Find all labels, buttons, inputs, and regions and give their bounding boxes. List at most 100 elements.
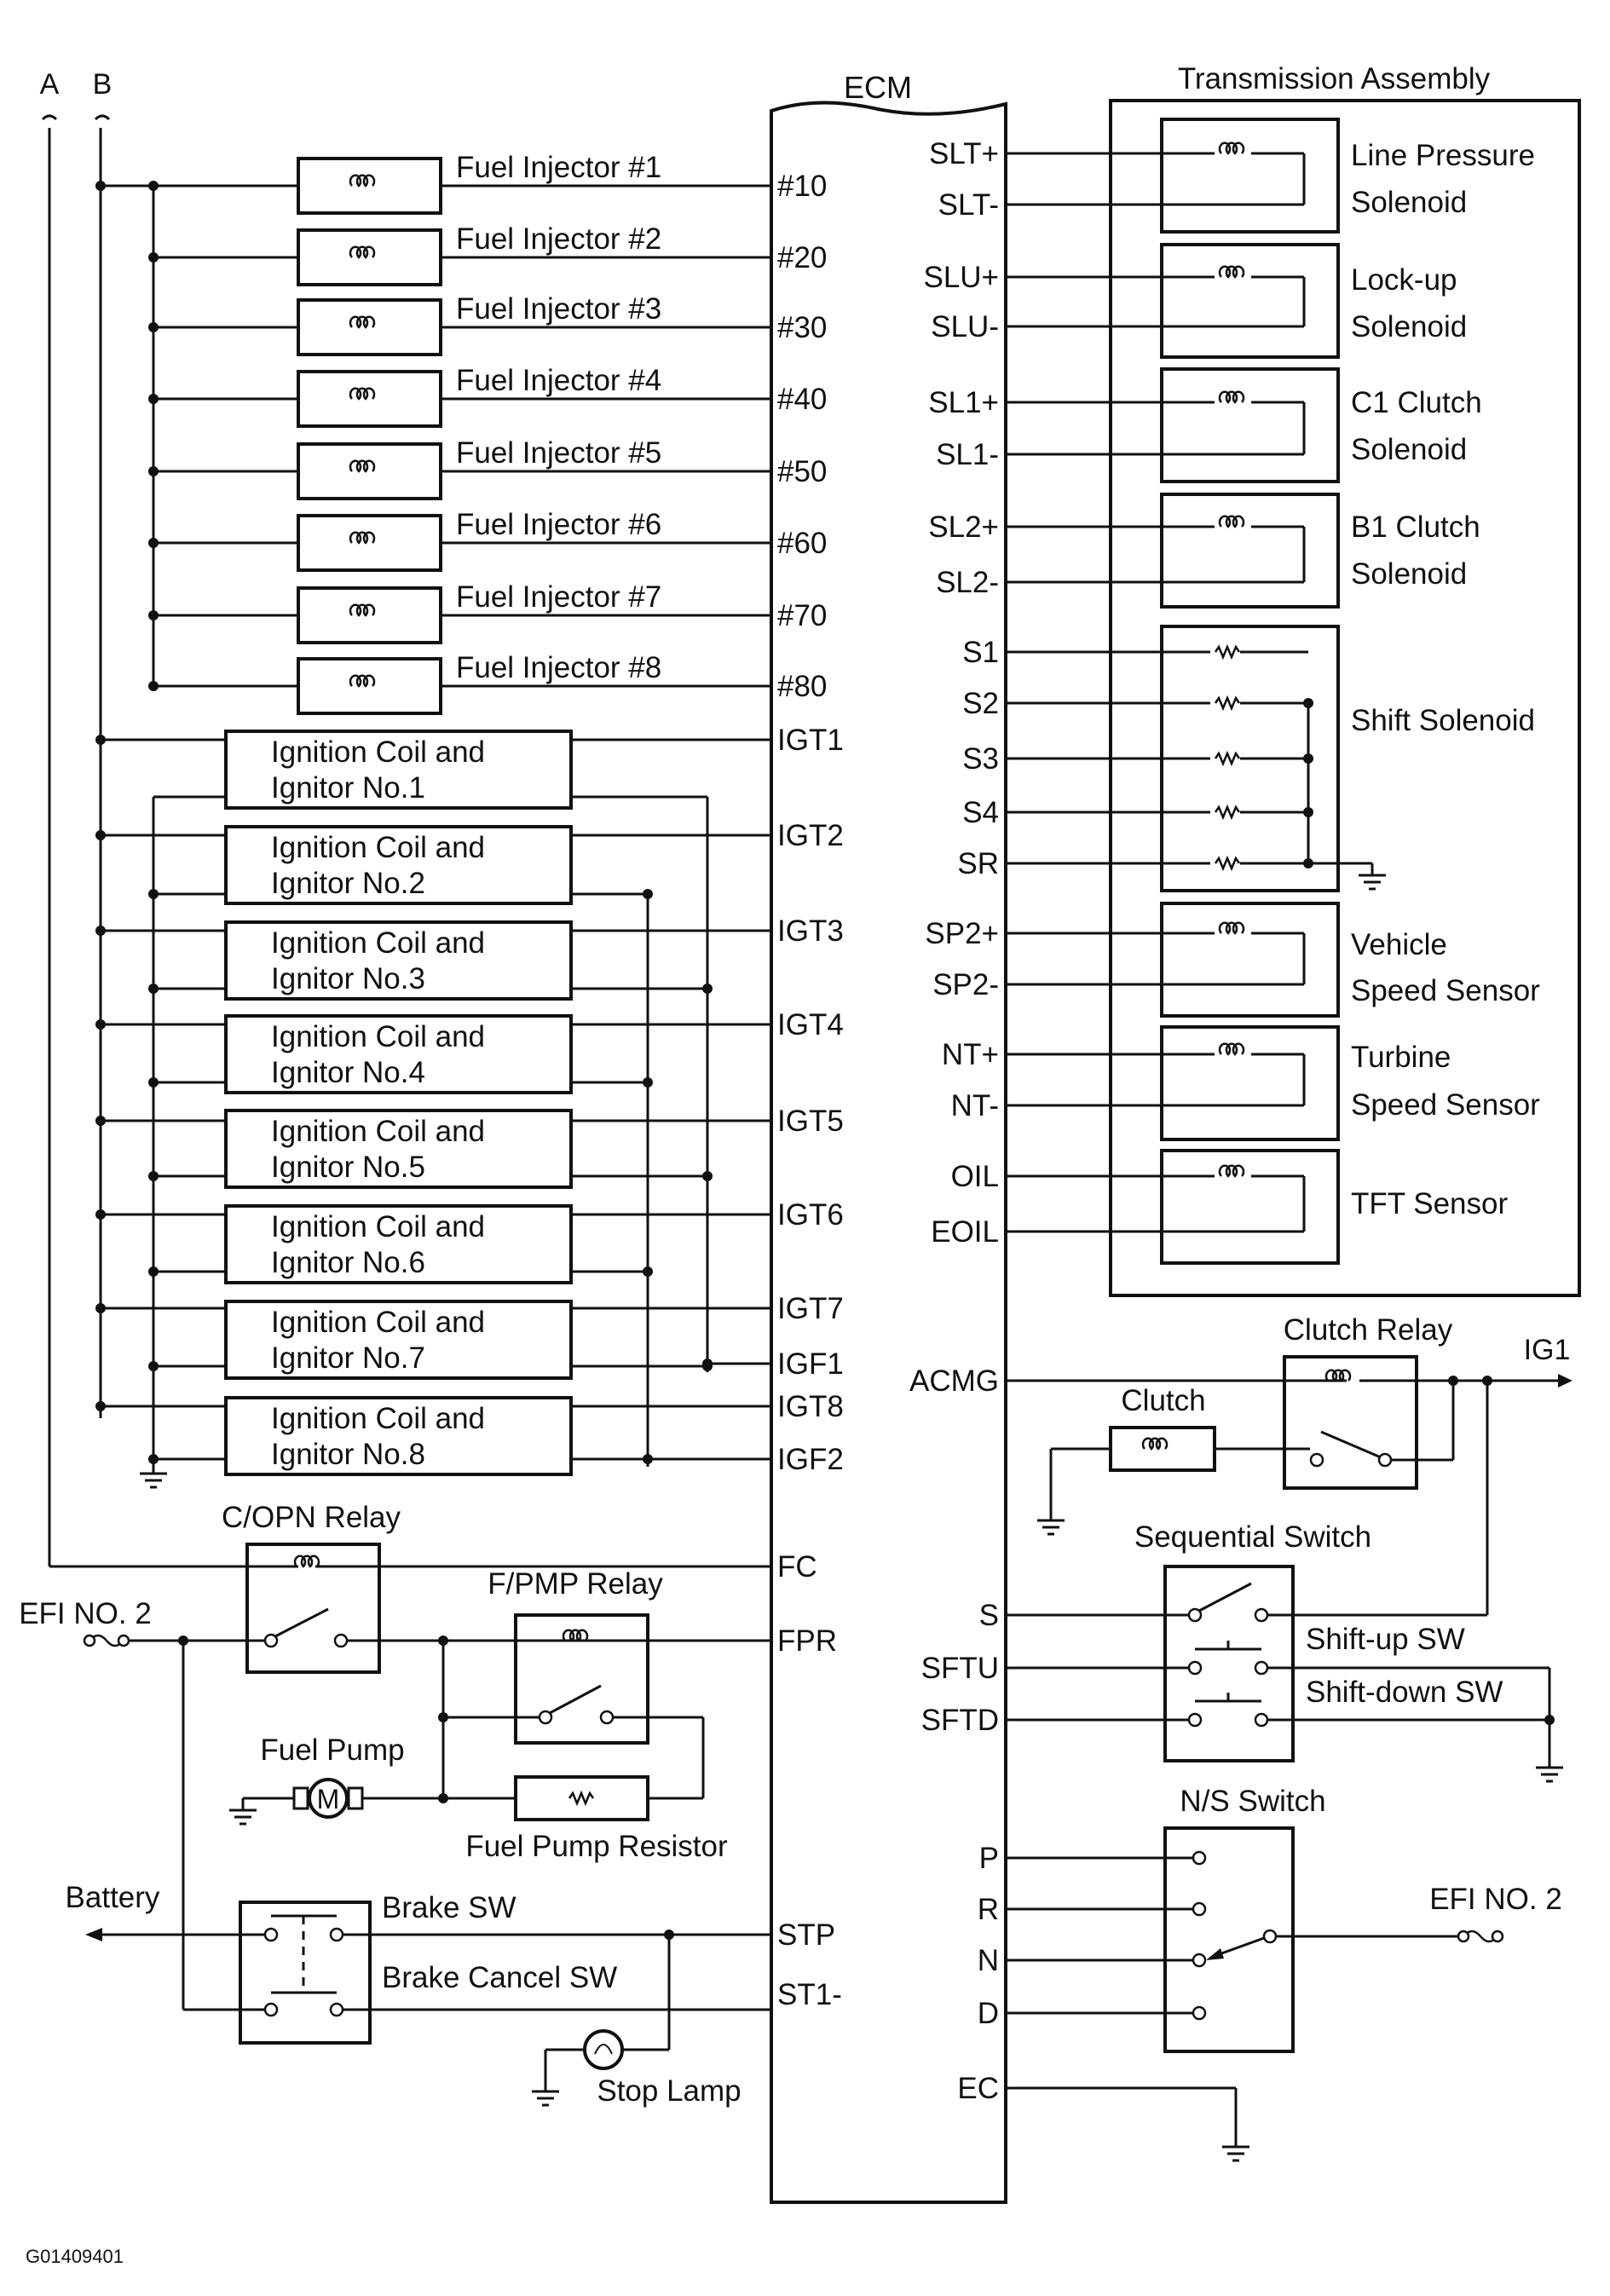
ecm-left-pins: #10#20#30#40#50#60#70#80IGT1IGT2IGT3IGT4…	[777, 170, 844, 2011]
efi-no2-right-label: EFI NO. 2	[1429, 1883, 1562, 1916]
transmission-component-label: Solenoid	[1351, 557, 1467, 591]
ecm-pin-label: SP2-	[932, 968, 999, 1001]
transmission-component-label: Solenoid	[1351, 310, 1467, 343]
transmission-component-label: TFT Sensor	[1351, 1187, 1508, 1220]
ecm-pin-label: IGT2	[777, 819, 844, 852]
stop-lamp-label: Stop Lamp	[597, 2074, 741, 2108]
transmission-component-label: Turbine	[1351, 1041, 1451, 1074]
sequential-switch-label: Sequential Switch	[1134, 1520, 1371, 1554]
ignition-coil-label-line2: Ignitor No.1	[271, 771, 425, 805]
ecm-pin-label: #50	[777, 455, 827, 488]
ignition-coil-label-line2: Ignitor No.3	[271, 962, 425, 995]
fuel-injector: Fuel Injector #8	[148, 651, 771, 715]
clutch-relay-label: Clutch Relay	[1284, 1313, 1453, 1347]
fuel-injector-label: Fuel Injector #1	[456, 151, 661, 184]
fuel-injector: Fuel Injector #7	[148, 580, 771, 644]
ignition-coil-label-line1: Ignition Coil and	[271, 736, 485, 769]
fuel-pump-label: Fuel Pump	[260, 1734, 404, 1767]
transmission-component-label: Shift Solenoid	[1351, 704, 1535, 737]
ecm-pin-label: EOIL	[931, 1215, 999, 1249]
ecm-pin-label: IGT4	[777, 1008, 844, 1041]
fuel-injectors: Fuel Injector #1 Fuel Injector #2 Fuel Inj…	[148, 151, 771, 715]
ecm-pin-label: S3	[962, 742, 999, 776]
transmission-title: Transmission Assembly	[1178, 62, 1491, 95]
ecm-pin-label: SR	[957, 847, 999, 880]
ecm-pin-label: IGT6	[777, 1198, 844, 1232]
bus-a: A	[40, 68, 60, 1566]
ignition-coil-label-line1: Ignition Coil and	[271, 1210, 485, 1243]
motor-symbol: M	[317, 1784, 340, 1814]
figure-id: G01409401	[26, 2246, 124, 2267]
ecm-pin-label: IGT1	[777, 724, 844, 757]
fuel-injector-label: Fuel Injector #6	[456, 508, 661, 541]
ecm-pin-label: S	[979, 1599, 999, 1632]
ecm-pin-label: FC	[777, 1550, 817, 1584]
clutch: Clutch	[1036, 1384, 1310, 1536]
ecm-pin-label: IGF1	[777, 1347, 844, 1381]
ecm-pin-label: D	[978, 1997, 999, 2030]
fuel-injector-label: Fuel Injector #5	[456, 436, 661, 470]
ecm-pin-label: S1	[962, 636, 999, 669]
ecm-pin-label: #70	[777, 599, 827, 632]
clutch-relay: Clutch Relay IG1	[1006, 1313, 1572, 1615]
brake-cancel-sw-label: Brake Cancel SW	[382, 1961, 617, 1994]
shift-up-sw-label: Shift-up SW	[1306, 1623, 1465, 1656]
brake-sw-label: Brake SW	[382, 1891, 516, 1924]
ecm-pin-label: P	[979, 1842, 999, 1875]
efi-no2-left-label: EFI NO. 2	[19, 1597, 152, 1630]
fuel-injector: Fuel Injector #3	[148, 292, 771, 356]
ecm-pin-label: SL1-	[936, 438, 999, 471]
ecm-pin-label: R	[978, 1893, 999, 1926]
transmission-component: TFT Sensor	[1006, 1149, 1508, 1265]
ecm-pin-label: ST1-	[777, 1978, 842, 2011]
ecm-pin-label: NT-	[951, 1089, 999, 1122]
ecm-pin-label: #10	[777, 170, 827, 203]
ignition-coil-label-line1: Ignition Coil and	[271, 926, 485, 960]
ecm-pin-label: FPR	[777, 1624, 837, 1658]
transmission-component-label: B1 Clutch	[1351, 511, 1480, 544]
transmission-component-label: Line Pressure	[1351, 139, 1535, 172]
transmission-component-label: Solenoid	[1351, 186, 1467, 219]
ignition-coil-label-line2: Ignitor No.2	[271, 867, 425, 900]
ecm-pin-label: IGT8	[777, 1390, 844, 1423]
ignition-coil-label-line1: Ignition Coil and	[271, 1020, 485, 1053]
transmission-component-label: C1 Clutch	[1351, 386, 1482, 419]
copn-relay-label: C/OPN Relay	[222, 1501, 401, 1534]
fuel-injector: Fuel Injector #1	[148, 151, 771, 215]
ecm-pin-label: ACMG	[909, 1364, 999, 1398]
transmission-component: Shift Solenoid	[1006, 625, 1535, 892]
ecm-pin-label: #30	[777, 311, 827, 344]
fuel-injector-label: Fuel Injector #3	[456, 292, 661, 326]
shift-down-sw-label: Shift-down SW	[1306, 1676, 1503, 1709]
bus-a-label: A	[40, 68, 60, 101]
bus-b-label: B	[93, 68, 113, 101]
ig1-label: IG1	[1524, 1334, 1571, 1366]
ecm-pin-label: SL2+	[928, 511, 999, 544]
clutch-label: Clutch	[1121, 1384, 1205, 1417]
ignition-coil-label-line2: Ignitor No.5	[271, 1151, 425, 1184]
brake-switch: Battery Brake SW Brake Cancel SW	[66, 1641, 771, 2045]
ecm-pin-label: NT+	[942, 1038, 999, 1071]
ecm-pin-label: EC	[957, 2072, 999, 2105]
ignition-coil-label-line1: Ignition Coil and	[271, 1402, 485, 1435]
ignition-coil-label-line2: Ignitor No.8	[271, 1438, 425, 1471]
fuel-injector: Fuel Injector #2	[148, 222, 771, 286]
transmission-component-label: Speed Sensor	[1351, 1088, 1540, 1122]
fuel-injector-label: Fuel Injector #2	[456, 222, 661, 256]
fuel-injector: Fuel Injector #5	[148, 436, 771, 500]
ignition-coil-label-line1: Ignition Coil and	[271, 1115, 485, 1148]
ecm-pin-label: S4	[962, 796, 999, 829]
ns-switch: N/S Switch EFI NO. 2	[1006, 1785, 1562, 2053]
